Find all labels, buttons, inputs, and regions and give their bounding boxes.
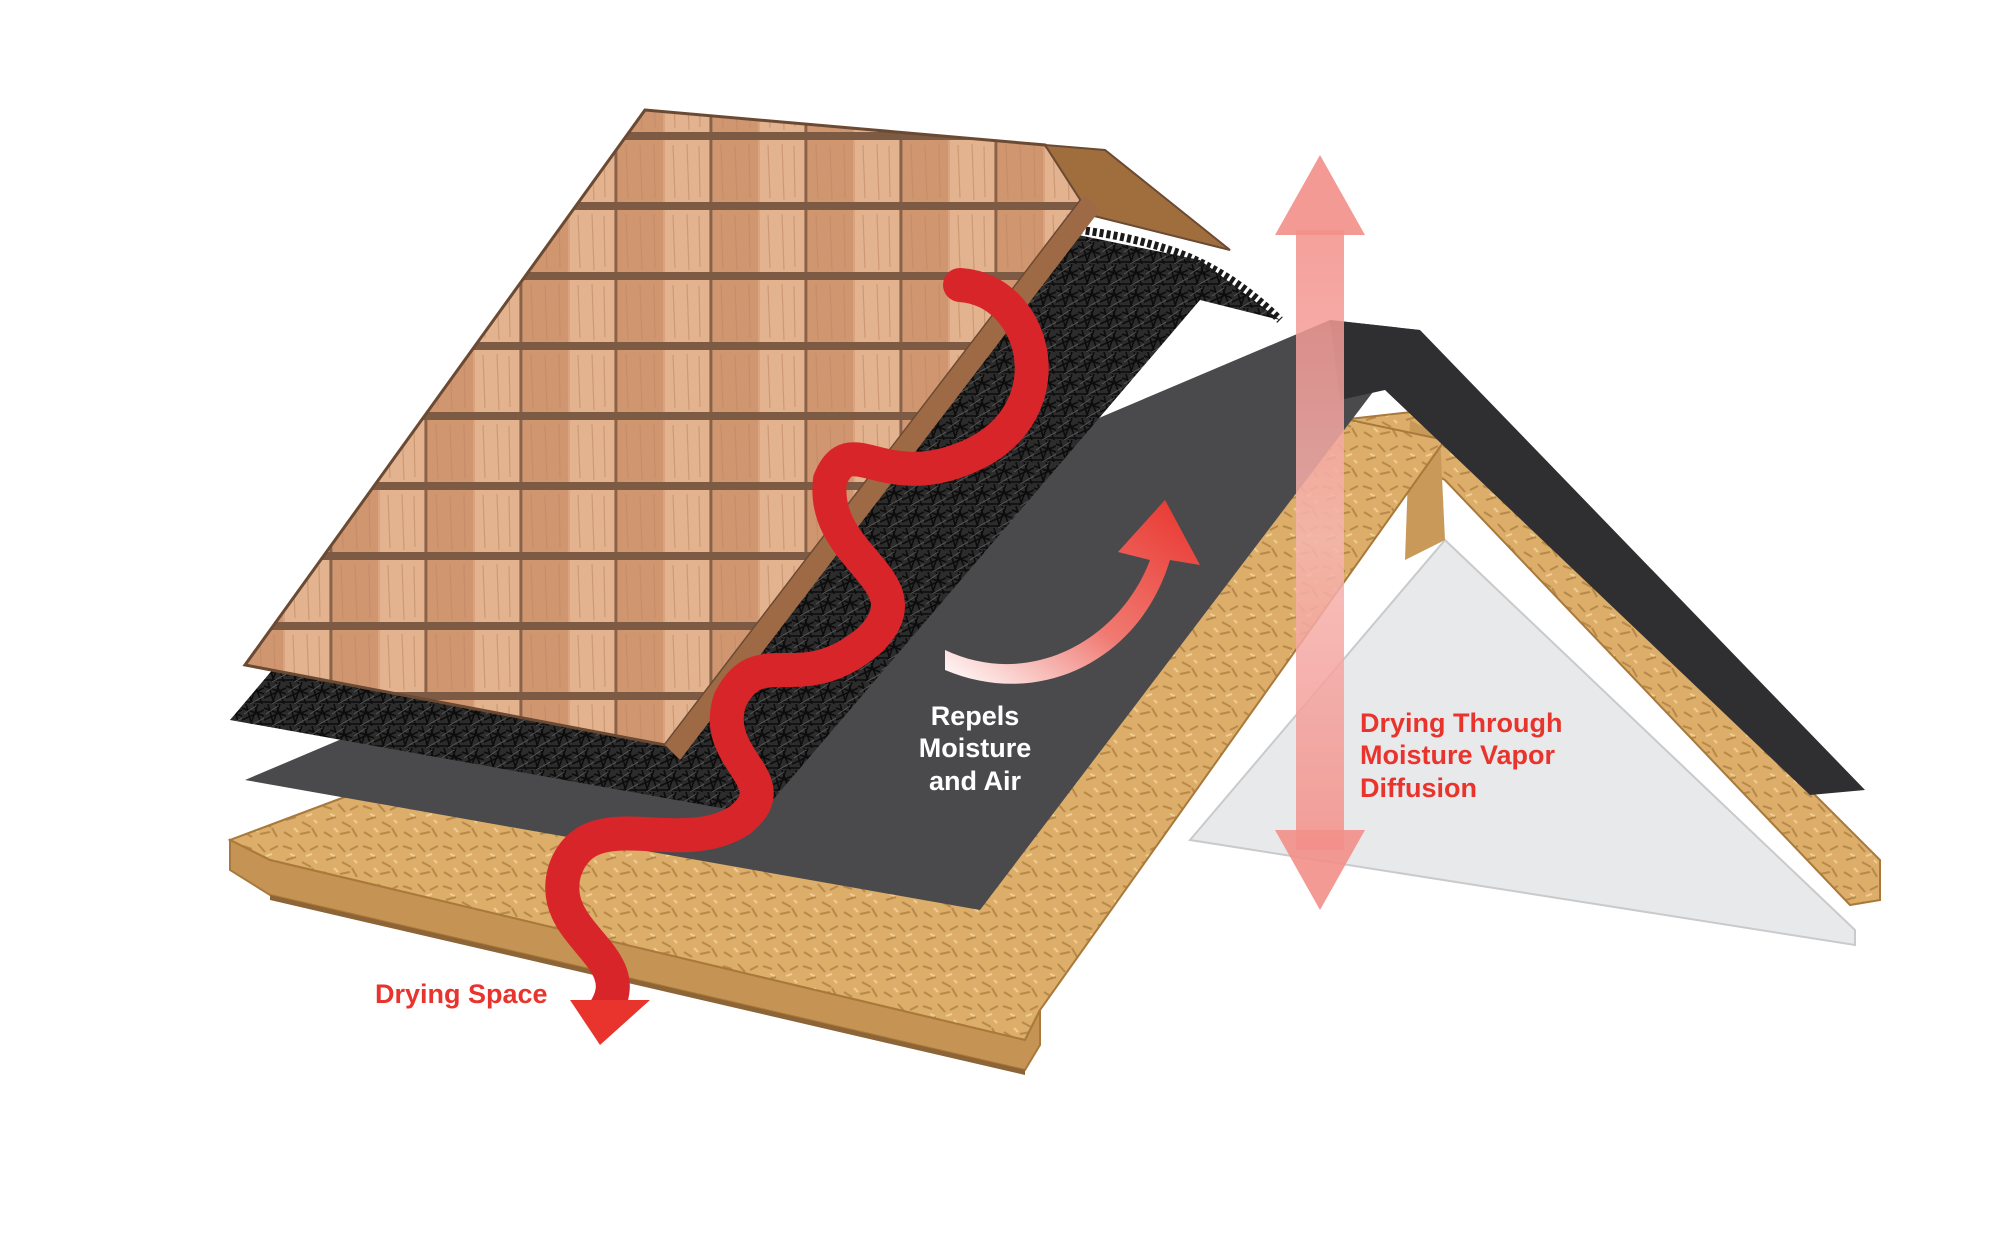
diffusion-line-1: Drying Through <box>1360 708 1563 738</box>
ridge-board <box>1043 143 1231 251</box>
diffusion-label: Drying Through Moisture Vapor Diffusion <box>1360 707 1562 804</box>
repels-moisture-label: Repels Moisture and Air <box>880 700 1070 797</box>
fascia-board <box>270 895 1025 1075</box>
mesh-ragged-edge <box>1029 221 1283 323</box>
repels-line-3: and Air <box>928 765 1021 796</box>
repels-line-2: Moisture <box>918 733 1032 764</box>
drying-path-arrow <box>545 268 1049 1027</box>
diffusion-line-3: Diffusion <box>1360 772 1477 803</box>
diffusion-line-2: Moisture Vapor <box>1360 740 1556 771</box>
drying-path-arrowhead <box>570 1000 650 1045</box>
drying-space-label: Drying Space <box>375 979 548 1009</box>
vapor-diffusion-arrow <box>1275 155 1365 910</box>
repels-line-1: Repels <box>930 701 1020 731</box>
osb-front-edge <box>229 838 1041 1072</box>
repel-arrow <box>945 500 1200 684</box>
membrane-right <box>1330 320 1865 795</box>
